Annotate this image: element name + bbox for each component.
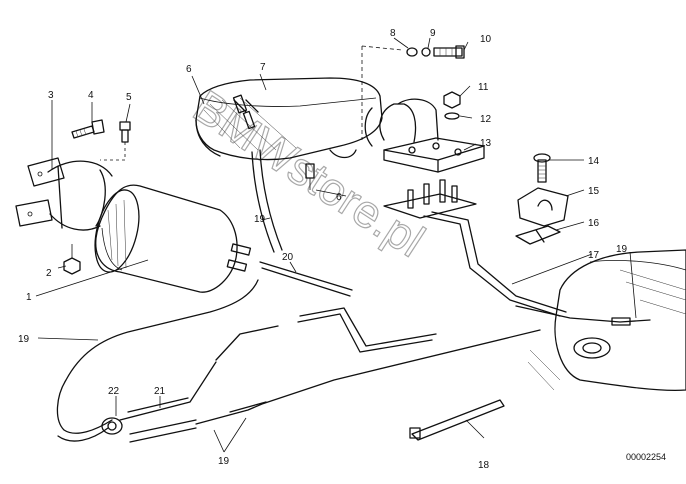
callout-4: 4 [88, 90, 94, 101]
callout-11: 11 [478, 82, 489, 93]
pipes-part-17 [423, 211, 651, 326]
callout-20: 20 [282, 252, 294, 263]
callout-1: 1 [26, 292, 32, 303]
callout-9: 9 [430, 28, 436, 39]
carbon-canister [94, 184, 252, 293]
callout-15: 15 [588, 186, 600, 197]
callout-12: 12 [480, 114, 492, 125]
leader-lines [35, 37, 637, 453]
callout-19-left: 19 [18, 334, 30, 345]
callout-14: 14 [588, 156, 600, 167]
holder-part-15 [517, 187, 569, 227]
document-number: 00002254 [626, 452, 666, 462]
nut-washer-11-12 [443, 91, 461, 120]
callout-3: 3 [48, 90, 54, 101]
callout-17: 17 [588, 250, 600, 261]
fuel-tank [527, 249, 686, 392]
callout-10: 10 [480, 34, 492, 45]
clip-part-16 [515, 225, 561, 245]
bolt-part-5 [100, 121, 131, 161]
callout-8: 8 [390, 28, 396, 39]
fasteners-8-9-10 [361, 45, 465, 140]
screw-part-14 [533, 153, 551, 183]
callout-6-lower: 6 [336, 192, 342, 203]
nut-part-2 [63, 244, 81, 275]
cable-tie-part-18 [409, 399, 505, 441]
watermark: BMWstore.pl [185, 80, 434, 267]
callouts: 1 2 3 4 5 6 7 8 9 10 11 12 13 14 15 16 1… [18, 28, 628, 471]
mounting-plate [383, 179, 477, 219]
callout-21: 21 [154, 386, 166, 397]
callout-16: 16 [588, 218, 600, 229]
valve-block [364, 98, 485, 173]
callout-13: 13 [480, 138, 492, 149]
callout-5: 5 [126, 92, 132, 103]
callout-18: 18 [478, 460, 490, 471]
fuel-line-routing [56, 279, 541, 443]
hose-19-upper [251, 149, 283, 253]
callout-19-bottom: 19 [218, 456, 230, 467]
hose-part-20 [259, 261, 353, 297]
clamp-bracket [15, 157, 113, 231]
callout-6: 6 [186, 64, 192, 75]
screw-part-4 [71, 119, 105, 139]
callout-22: 22 [108, 386, 120, 397]
callout-2: 2 [46, 268, 52, 279]
callout-19-middle: 19 [254, 214, 266, 225]
callout-7: 7 [260, 62, 266, 73]
callout-19-right: 19 [616, 244, 628, 255]
